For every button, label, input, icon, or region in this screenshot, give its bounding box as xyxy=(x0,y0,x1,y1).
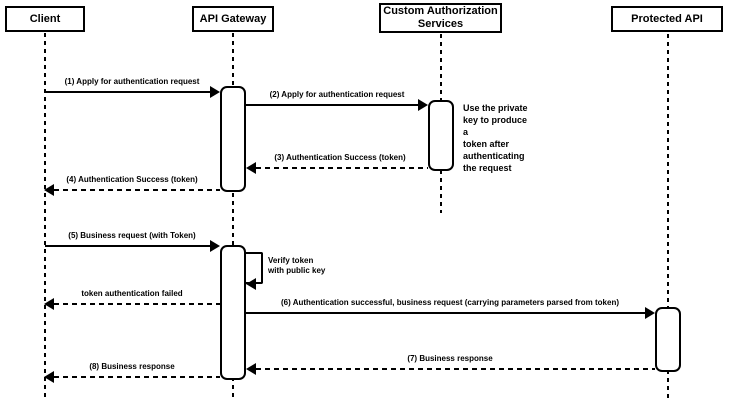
self-message-arrowhead-left-icon xyxy=(246,278,256,290)
message-7-arrowhead-left-icon xyxy=(246,363,256,375)
message-4-label: (4) Authentication Success (token) xyxy=(66,175,198,184)
actor-api-gateway-label: API Gateway xyxy=(199,12,267,25)
message-8-line xyxy=(54,376,220,378)
message-8-label: (8) Business response xyxy=(89,362,175,371)
activation-protected-api xyxy=(655,307,681,372)
message-6-line xyxy=(246,312,647,314)
message-5-label: (5) Business request (with Token) xyxy=(68,231,196,240)
actor-custom-authorization-services-label: Custom Authorization Services xyxy=(383,5,498,30)
activation-api-gateway-business xyxy=(220,245,246,380)
actor-client-label: Client xyxy=(29,12,61,25)
message-4-line xyxy=(54,189,220,191)
actor-protected-api-label: Protected API xyxy=(631,12,703,25)
message-2-arrowhead-right-icon xyxy=(418,99,428,111)
message-2-line xyxy=(246,104,420,106)
message-5-arrowhead-right-icon xyxy=(210,240,220,252)
message-1-label: (1) Apply for authentication request xyxy=(64,77,200,86)
note-private-key: Use the private key to produce a token a… xyxy=(463,103,528,173)
message-8-arrowhead-left-icon xyxy=(44,371,54,383)
message-2-label: (2) Apply for authentication request xyxy=(269,90,405,99)
message-3-arrowhead-left-icon xyxy=(246,162,256,174)
message-token-failed-arrowhead-left-icon xyxy=(44,298,54,310)
message-1-arrowhead-right-icon xyxy=(210,86,220,98)
actor-client: Client xyxy=(5,6,85,32)
message-7-line xyxy=(256,368,655,370)
message-7-label: (7) Business response xyxy=(407,354,493,363)
message-5-line xyxy=(45,245,212,247)
lifeline-client xyxy=(44,33,46,398)
lifeline-protected-api xyxy=(667,34,669,398)
actor-custom-authorization-services: Custom Authorization Services xyxy=(379,3,502,33)
message-6-label: (6) Authentication successful, business … xyxy=(280,298,620,307)
lifeline-api-gateway xyxy=(232,33,234,398)
message-4-arrowhead-left-icon xyxy=(44,184,54,196)
message-3-line xyxy=(256,167,428,169)
message-1-line xyxy=(45,91,212,93)
actor-api-gateway: API Gateway xyxy=(192,6,274,32)
message-token-failed-label: token authentication failed xyxy=(81,289,183,298)
message-6-arrowhead-right-icon xyxy=(645,307,655,319)
activation-api-gateway-auth xyxy=(220,86,246,192)
activation-custom-authorization-services xyxy=(428,100,454,171)
message-token-failed-line xyxy=(54,303,220,305)
self-message-label: Verify token with public key xyxy=(268,256,326,275)
message-3-label: (3) Authentication Success (token) xyxy=(274,153,406,162)
actor-protected-api: Protected API xyxy=(611,6,723,32)
